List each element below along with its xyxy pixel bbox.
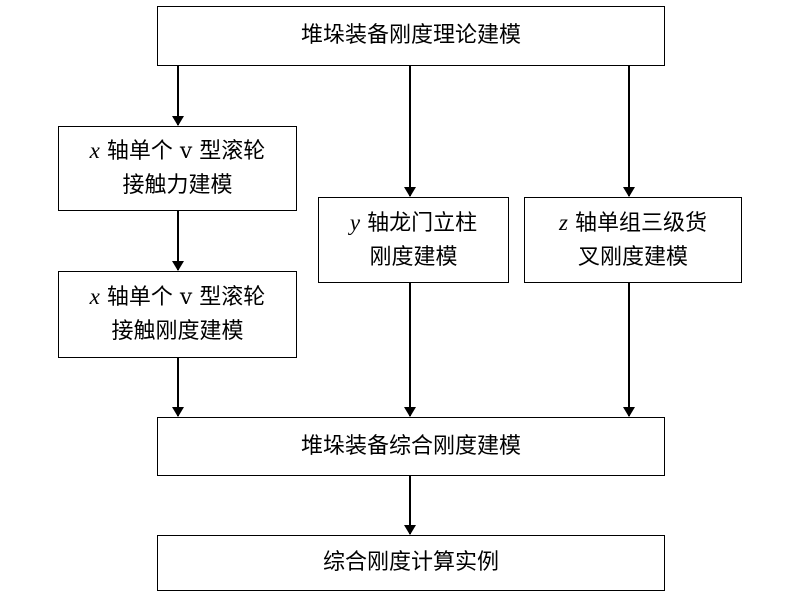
box-z-fork-stiffness-line2: 叉刚度建模 <box>577 244 688 270</box>
box-calculation-example-label: 综合刚度计算实例 <box>322 550 499 575</box>
box-y-gantry-column-line2: 刚度建模 <box>369 244 458 270</box>
y-axis-var: y <box>349 209 361 235</box>
box-y-gantry-column: y 轴龙门立柱 刚度建模 <box>318 197 509 283</box>
box-combined-stiffness: 堆垛装备综合刚度建模 <box>157 417 665 476</box>
box-x-contact-force-line2: 接触力建模 <box>122 173 233 198</box>
x-axis-var: x <box>89 138 100 163</box>
box-x-contact-stiffness-line2: 接触刚度建模 <box>111 319 244 344</box>
box-theory-modeling: 堆垛装备刚度理论建模 <box>157 6 665 66</box>
box-x-contact-stiffness: x 轴单个 v 型滚轮 接触刚度建模 <box>58 271 297 358</box>
box-y-gantry-column-line1: 轴龙门立柱 <box>360 210 478 236</box>
z-axis-var: z <box>559 209 568 235</box>
box-x-contact-force: x 轴单个 v 型滚轮 接触力建模 <box>58 126 297 211</box>
x-axis-var: x <box>89 284 100 309</box>
box-calculation-example: 综合刚度计算实例 <box>157 535 665 591</box>
box-x-contact-stiffness-line1: 轴单个 v 型滚轮 <box>99 285 266 310</box>
box-x-contact-force-line1: 轴单个 v 型滚轮 <box>99 139 266 164</box>
box-combined-stiffness-label: 堆垛装备综合刚度建模 <box>300 433 521 459</box>
box-theory-modeling-label: 堆垛装备刚度理论建模 <box>300 23 521 48</box>
box-z-fork-stiffness: z 轴单组三级货 叉刚度建模 <box>524 197 742 283</box>
box-z-fork-stiffness-line1: 轴单组三级货 <box>567 210 707 236</box>
